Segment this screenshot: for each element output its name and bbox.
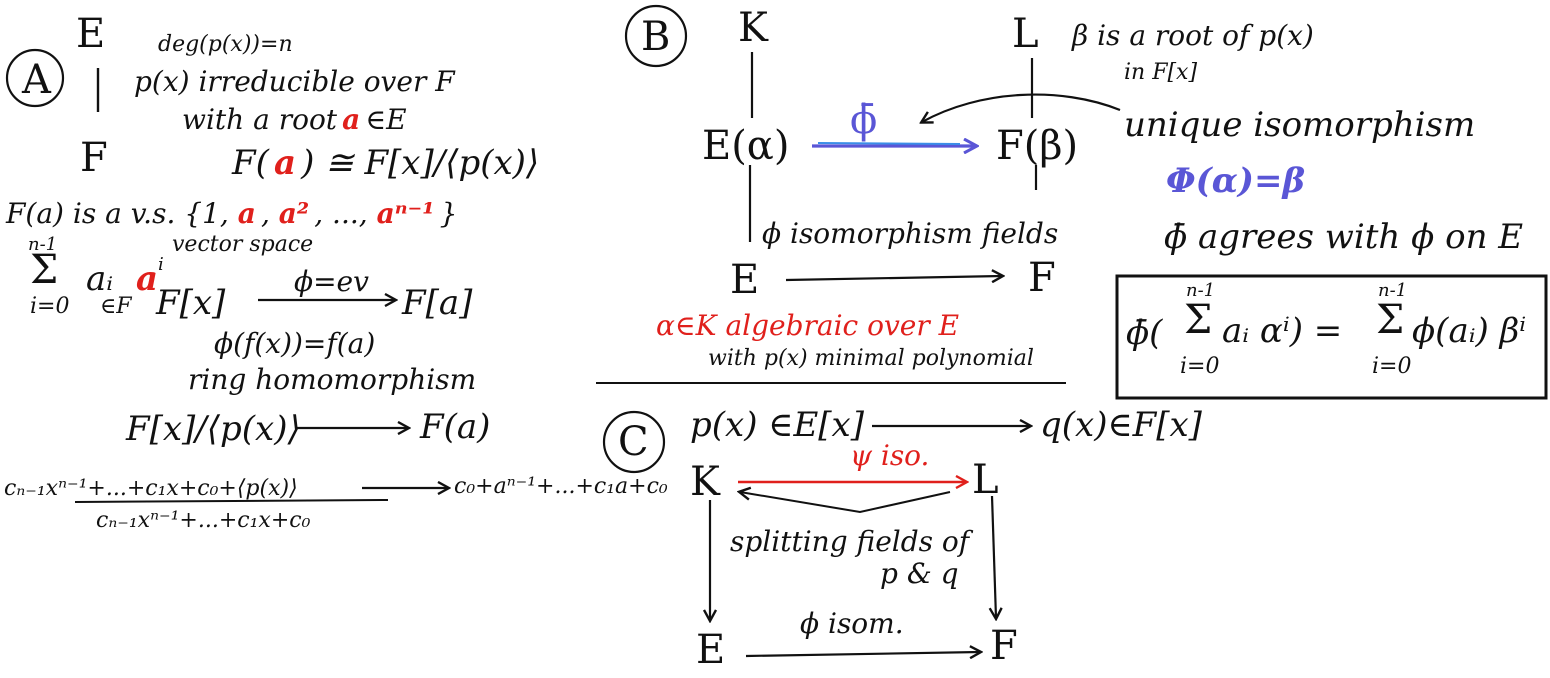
field-e-alpha: E(α): [702, 123, 790, 169]
root-a: a: [342, 103, 361, 136]
field-f-bottom: F: [80, 135, 108, 181]
arrow-phibar-highlight: [817, 142, 961, 145]
formula-bottom-right: i=0: [1372, 354, 1412, 379]
vs-end: }: [439, 197, 458, 230]
psi-iso-text: ψ iso.: [850, 439, 930, 472]
field-f-lower: F: [1028, 255, 1056, 301]
in-fx-text: in F[x]: [1124, 60, 1198, 85]
sum-symbol: Σ: [30, 247, 59, 293]
fa-codomain: F[a]: [402, 283, 473, 323]
phi-f-text: ϕ(f(x))=f(a): [214, 327, 376, 360]
in-f-text: ∈F: [100, 294, 132, 319]
fx-domain: F[x]: [156, 283, 226, 323]
vs-an: aⁿ⁻¹: [376, 197, 435, 230]
field-e-top: E: [76, 11, 106, 57]
fa-target: F(a): [420, 407, 491, 447]
vector-space-text: vector space: [172, 232, 314, 257]
beta-root-text: β is a root of p(x): [1072, 19, 1314, 52]
arrow-splitting-pointer: [740, 492, 951, 514]
field-e-bottom: E: [696, 627, 726, 673]
unique-iso-text: unique isomorphism: [1124, 105, 1476, 145]
root-with-text: with a root: [182, 103, 338, 136]
formula-lhs: ϕ̄(: [1126, 313, 1163, 353]
sum-top: n-1: [28, 234, 58, 255]
px-text: p(x) ∈E[x]: [690, 405, 864, 445]
algebraic-text: α∈K algebraic over E: [656, 309, 960, 342]
formula-sum-right: Σ: [1376, 297, 1405, 343]
formula-term-left: aᵢ αⁱ) =: [1222, 311, 1343, 351]
p-and-q-text: p & q: [880, 557, 959, 590]
irreducible-text: p(x) irreducible over F: [134, 65, 455, 98]
field-e-lower: E: [730, 257, 760, 303]
phibar-equation: Φ(α)=β: [1166, 161, 1306, 201]
agrees-text: ϕ̄ agrees with ϕ on E: [1164, 217, 1524, 257]
quotient-text: F[x]/⟨p(x)⟩: [126, 409, 301, 449]
formula-term-right: ϕ(aᵢ) βⁱ: [1412, 311, 1527, 351]
label-b-circle: [624, 4, 688, 68]
vs-a1: a: [237, 197, 256, 230]
vs-a2: a²: [278, 197, 310, 230]
field-f-beta: F(β): [996, 123, 1079, 169]
phi-eval-label: ϕ=ev: [294, 265, 369, 298]
poly-text: cₙ₋₁xⁿ⁻¹+...+c₁x+c₀: [96, 508, 311, 533]
root-line: with a root a ∈E: [182, 106, 407, 134]
field-k: K: [738, 5, 768, 51]
arrow-l-to-f: [992, 495, 996, 618]
section-c-label: C: [618, 419, 649, 465]
formula-top-left: n-1: [1186, 280, 1216, 301]
splitting-text: splitting fields of: [730, 525, 970, 558]
vs-start: F(a) is a v.s. {1,: [6, 197, 238, 230]
iso-a: a: [273, 143, 296, 183]
phi-iso-fields: ϕ isomorphism fields: [762, 217, 1059, 250]
iso-lhs: F(: [232, 143, 269, 183]
root-in-text: ∈E: [365, 103, 407, 136]
sum-a: a: [136, 259, 159, 299]
section-b-label: B: [641, 14, 671, 60]
arrow-unique-pointer: [922, 93, 1121, 122]
arrow-e-to-f-bottom: [745, 652, 980, 656]
vs-comma1: ,: [260, 197, 279, 230]
label-a-circle: [5, 48, 65, 108]
sum-bottom: i=0: [30, 294, 70, 319]
field-k-lower: K: [690, 459, 720, 505]
sum-power: i: [158, 254, 164, 275]
degree-text: deg(p(x))=n: [158, 32, 293, 57]
formula-top-right: n-1: [1378, 280, 1408, 301]
image-text: c₀+aⁿ⁻¹+...+c₁a+c₀: [454, 474, 668, 499]
coset-text: cₙ₋₁xⁿ⁻¹+...+c₁x+c₀+⟨p(x)⟩: [4, 476, 298, 501]
formula-box: [1115, 274, 1548, 400]
vs-mid: , ...,: [314, 197, 377, 230]
sum-term: aᵢ: [86, 259, 114, 299]
phibar-label: ϕ̄: [850, 97, 878, 143]
qx-text: q(x)∈F[x]: [1040, 405, 1202, 445]
field-f-bottom-c: F: [990, 623, 1018, 669]
field-l-lower: L: [972, 457, 999, 503]
vs-line: F(a) is a v.s. {1, a , a² , ..., aⁿ⁻¹ }: [6, 200, 458, 228]
formula-sum-left: Σ: [1184, 297, 1213, 343]
section-a-label: A: [22, 57, 51, 103]
ring-homo-text: ring homomorphism: [188, 363, 477, 396]
minimal-text: with p(x) minimal polynomial: [708, 346, 1034, 371]
phi-isom-text: ϕ isom.: [800, 607, 904, 640]
formula-bottom-left: i=0: [1180, 354, 1220, 379]
label-c-circle: [602, 410, 666, 474]
arrow-e-to-f: [785, 276, 1002, 280]
iso-rhs: ) ≅ F[x]/⟨p(x)⟩: [301, 143, 540, 183]
field-l: L: [1012, 11, 1039, 57]
fraction-bar: [74, 499, 389, 503]
iso-line: F( a ) ≅ F[x]/⟨p(x)⟩: [232, 146, 539, 180]
